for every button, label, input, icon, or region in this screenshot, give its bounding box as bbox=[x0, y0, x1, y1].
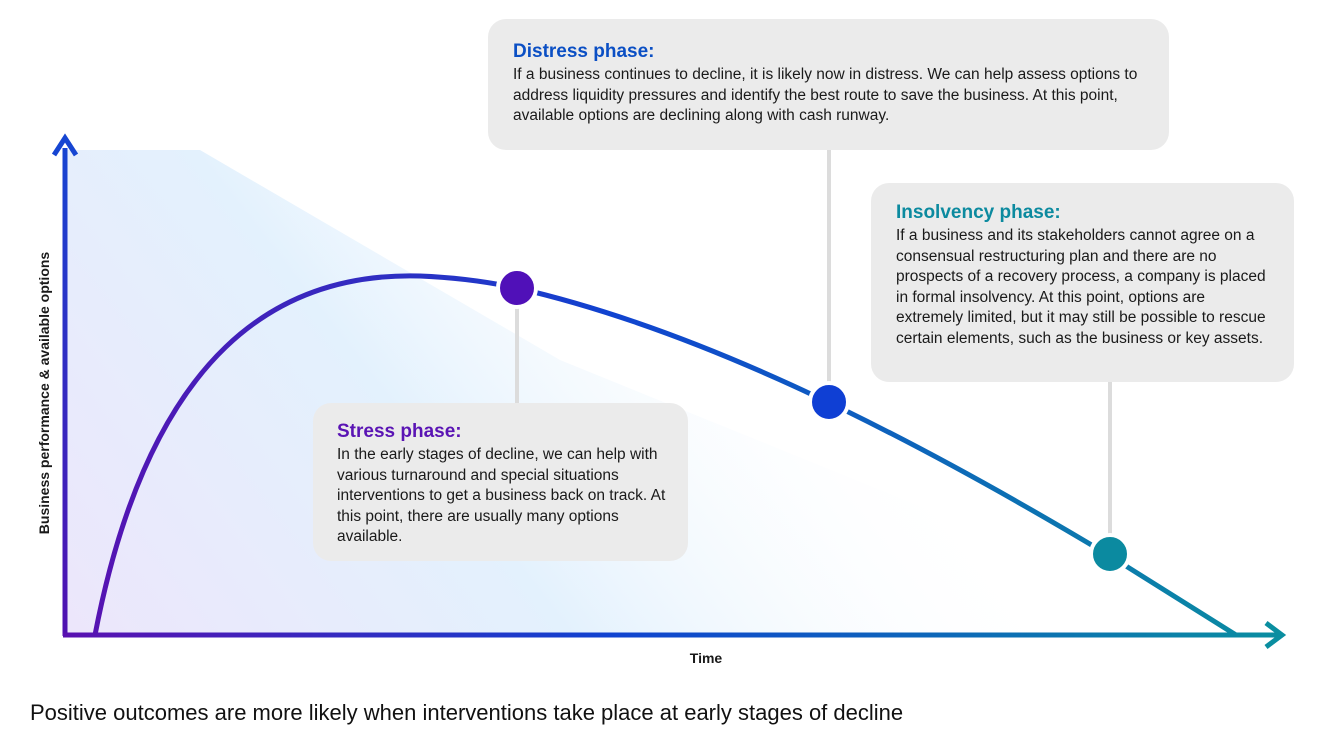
stress-phase-callout: Stress phase: In the early stages of dec… bbox=[313, 403, 688, 561]
y-axis-label: Business performance & available options bbox=[36, 251, 52, 535]
insolvency-phase-callout: Insolvency phase: If a business and its … bbox=[871, 183, 1294, 382]
insolvency-phase-text: If a business and its stakeholders canno… bbox=[896, 227, 1266, 347]
insolvency-marker bbox=[1089, 533, 1131, 575]
distress-phase-text: If a business continues to decline, it i… bbox=[513, 66, 1138, 124]
stress-marker bbox=[496, 267, 538, 309]
insolvency-phase-title: Insolvency phase: bbox=[896, 202, 1061, 223]
stress-phase-text: In the early stages of decline, we can h… bbox=[337, 446, 666, 545]
stress-phase-title: Stress phase: bbox=[337, 421, 462, 442]
x-axis-label: Time bbox=[689, 650, 723, 666]
performance-curve bbox=[92, 273, 1239, 638]
distress-marker bbox=[808, 381, 850, 423]
distress-phase-callout: Distress phase: If a business continues … bbox=[488, 19, 1169, 150]
distress-phase-title: Distress phase: bbox=[513, 41, 655, 62]
x-axis-arrowhead bbox=[1264, 621, 1287, 649]
diagram-caption: Positive outcomes are more likely when i… bbox=[30, 700, 904, 725]
y-axis-arrowhead bbox=[51, 133, 79, 157]
